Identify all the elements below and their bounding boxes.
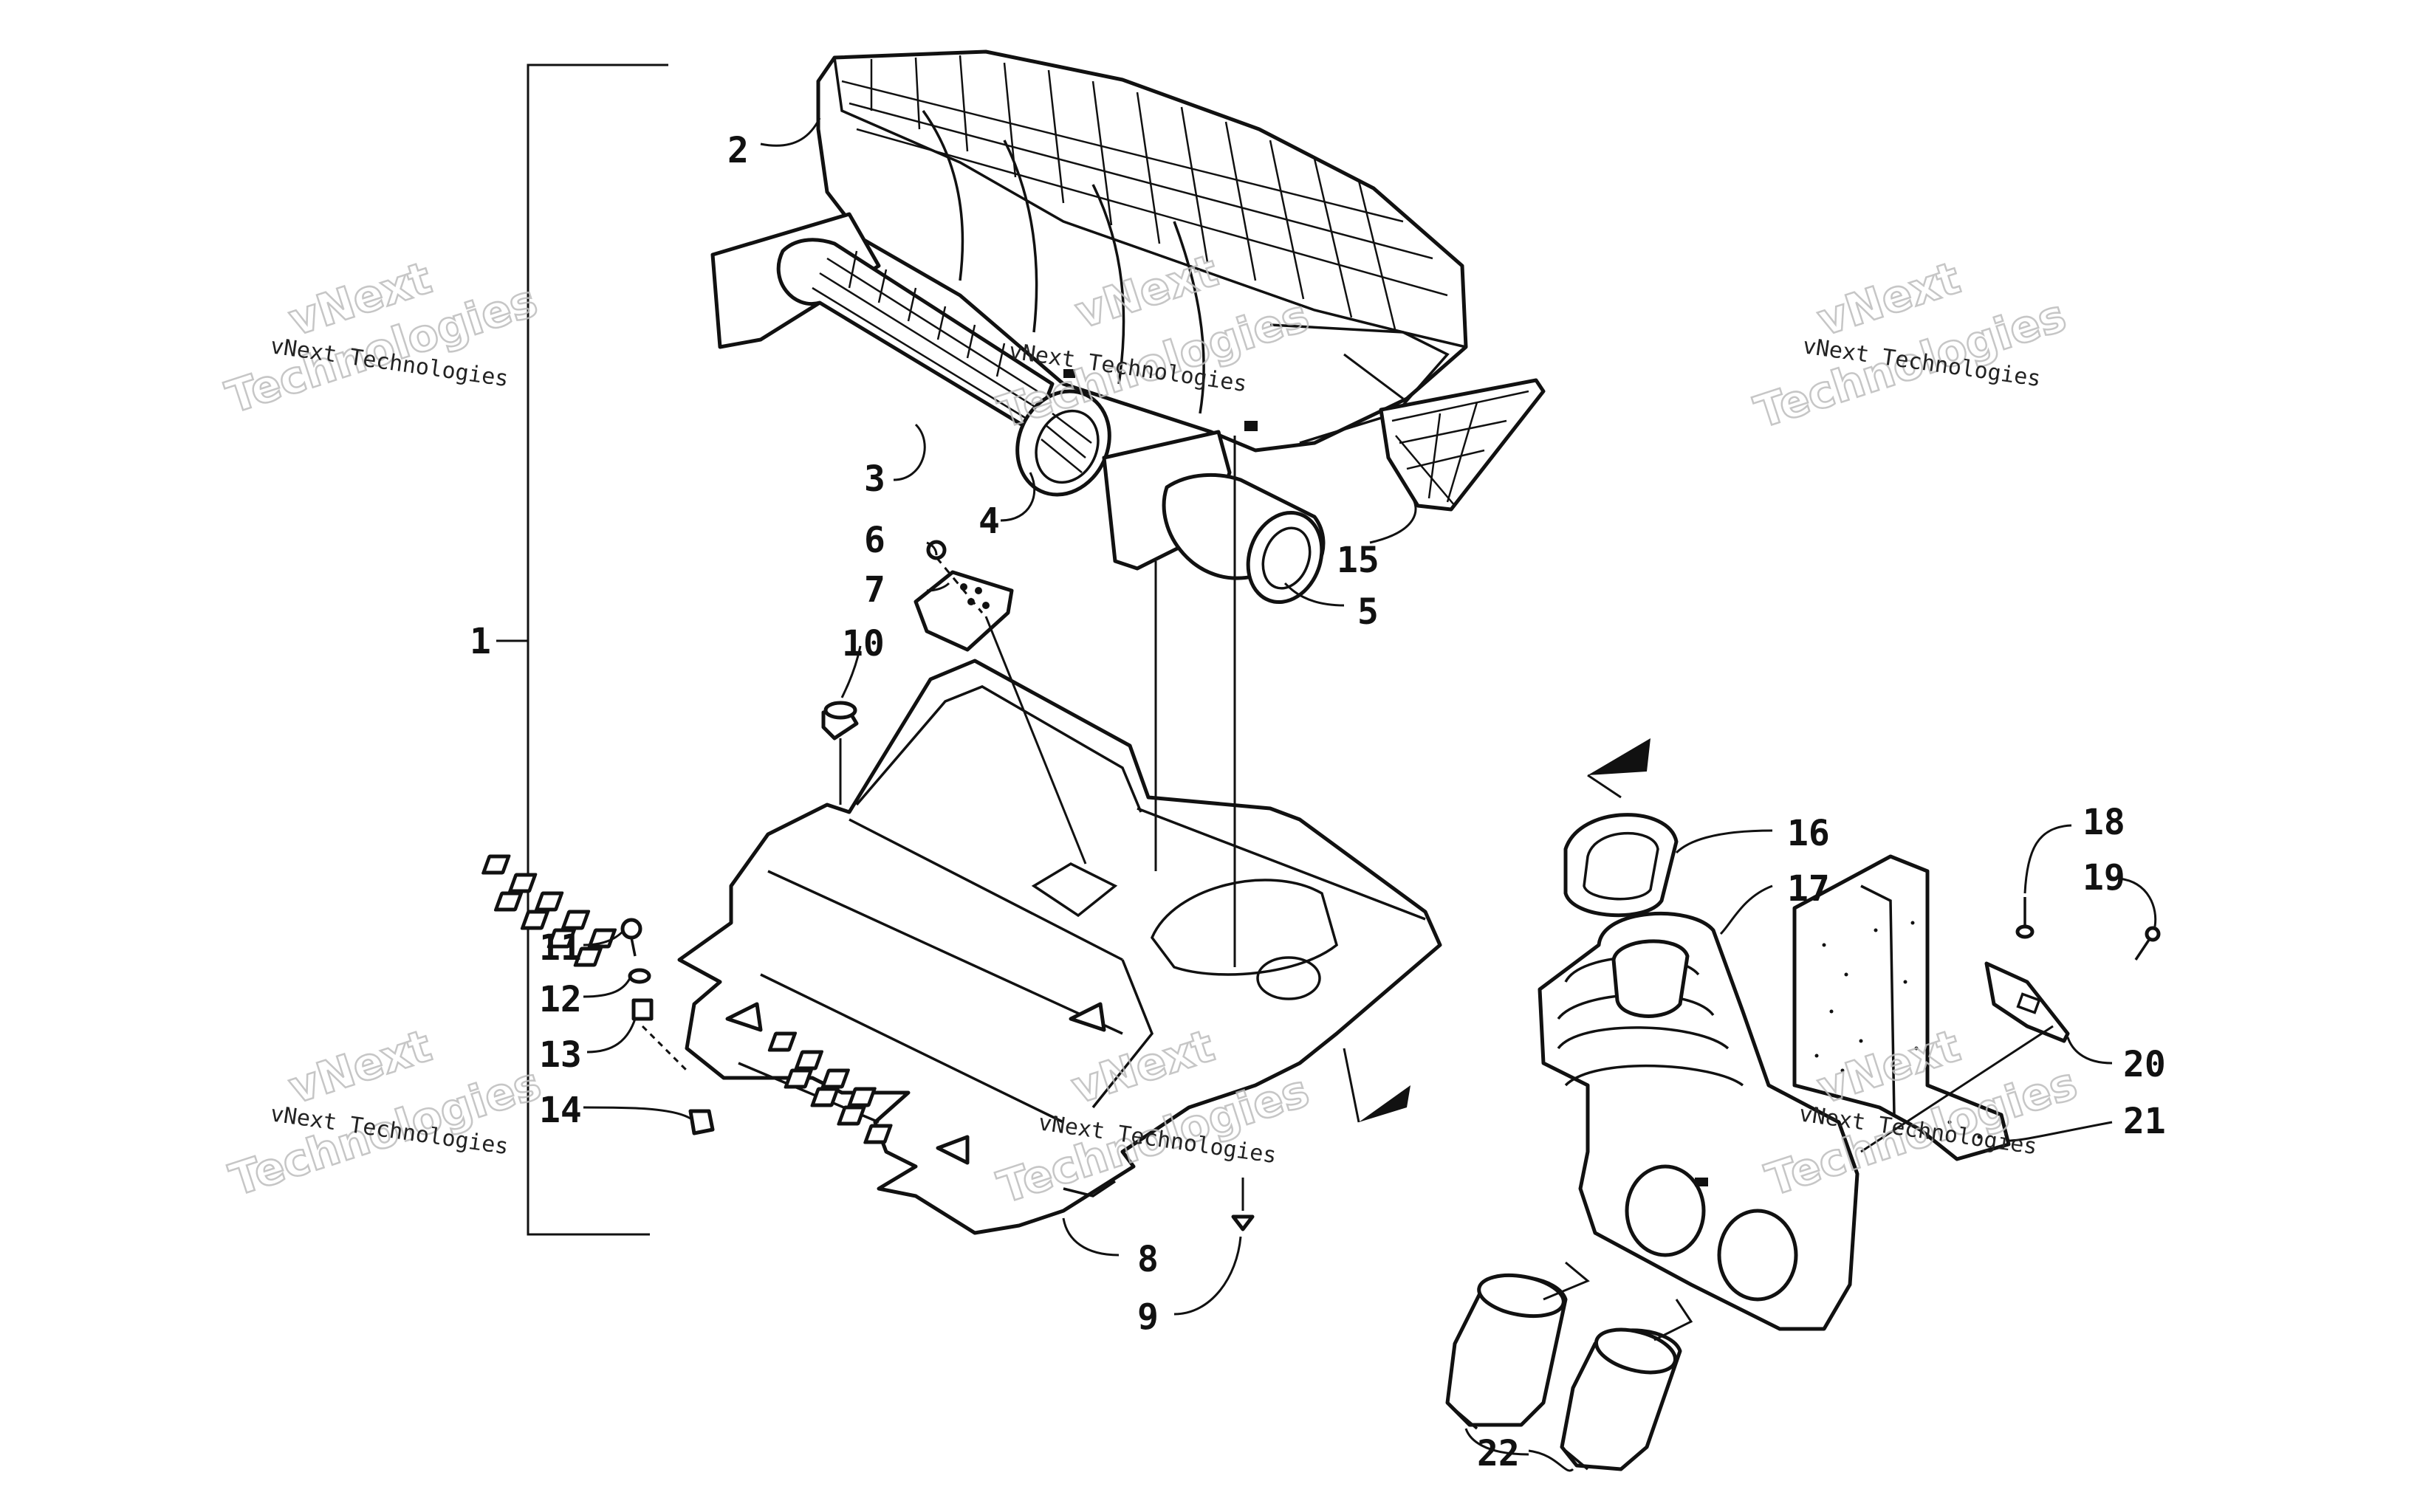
callout-15: 15 xyxy=(1337,540,1379,581)
intake-duct xyxy=(1102,430,1326,605)
base-openings xyxy=(481,854,893,1144)
callout-18: 18 xyxy=(2083,802,2125,843)
callout-7: 7 xyxy=(864,569,885,611)
intake-filter-tube xyxy=(710,212,1055,434)
callout-6: 6 xyxy=(864,520,885,561)
filter-screen xyxy=(1379,378,1546,512)
callout-21: 21 xyxy=(2123,1101,2166,1142)
callout-4: 4 xyxy=(978,501,1000,542)
reference-lines xyxy=(984,353,2054,1341)
callout-20: 20 xyxy=(2123,1044,2166,1085)
air-box-base xyxy=(481,659,1442,1235)
callout-9: 9 xyxy=(1137,1296,1159,1338)
hardware-stack xyxy=(620,918,715,1135)
callout-10: 10 xyxy=(842,623,885,664)
watermark-top-left: vNext Technologies vNext Technologies xyxy=(219,251,544,425)
callout-5: 5 xyxy=(1357,591,1379,633)
leader-lines xyxy=(583,117,2157,1472)
foam-pre-filter xyxy=(1792,854,2011,1161)
callout-11: 11 xyxy=(539,927,582,969)
filter-bracket xyxy=(1984,961,2070,1043)
callout-3: 3 xyxy=(864,458,885,500)
upper-air-box xyxy=(816,49,1468,453)
callout-13: 13 xyxy=(539,1034,582,1076)
callout-19: 19 xyxy=(2083,857,2125,898)
assembly-bracket xyxy=(496,63,668,1236)
direction-arrow-base xyxy=(1343,1048,1410,1123)
callout-2: 2 xyxy=(727,130,749,171)
callout-12: 12 xyxy=(539,979,582,1020)
callout-labels: 1 2 3 4 5 6 7 8 9 10 11 12 13 14 15 16 1… xyxy=(470,130,2166,1474)
watermark-top-right: vNext Technologies vNext Technologies xyxy=(1748,251,2073,439)
callout-17: 17 xyxy=(1787,868,1830,910)
intake-horns xyxy=(1445,1273,1682,1471)
callout-1: 1 xyxy=(470,621,491,662)
watermark-bottom-left: vNext Technologies vNext Technologies xyxy=(223,1019,548,1207)
direction-arrow-boot xyxy=(1587,738,1651,799)
foam-texture xyxy=(1814,921,1981,1139)
callout-8: 8 xyxy=(1137,1239,1159,1280)
grommet xyxy=(821,701,859,805)
callout-16: 16 xyxy=(1787,813,1830,854)
callout-22: 22 xyxy=(1477,1433,1520,1474)
boot-gasket xyxy=(1563,813,1679,918)
fastener-9 xyxy=(1231,1178,1255,1231)
intake-boot xyxy=(1538,912,1859,1331)
screws-18-19 xyxy=(2015,897,2161,961)
callout-14: 14 xyxy=(539,1090,582,1131)
access-cover xyxy=(914,540,1014,652)
